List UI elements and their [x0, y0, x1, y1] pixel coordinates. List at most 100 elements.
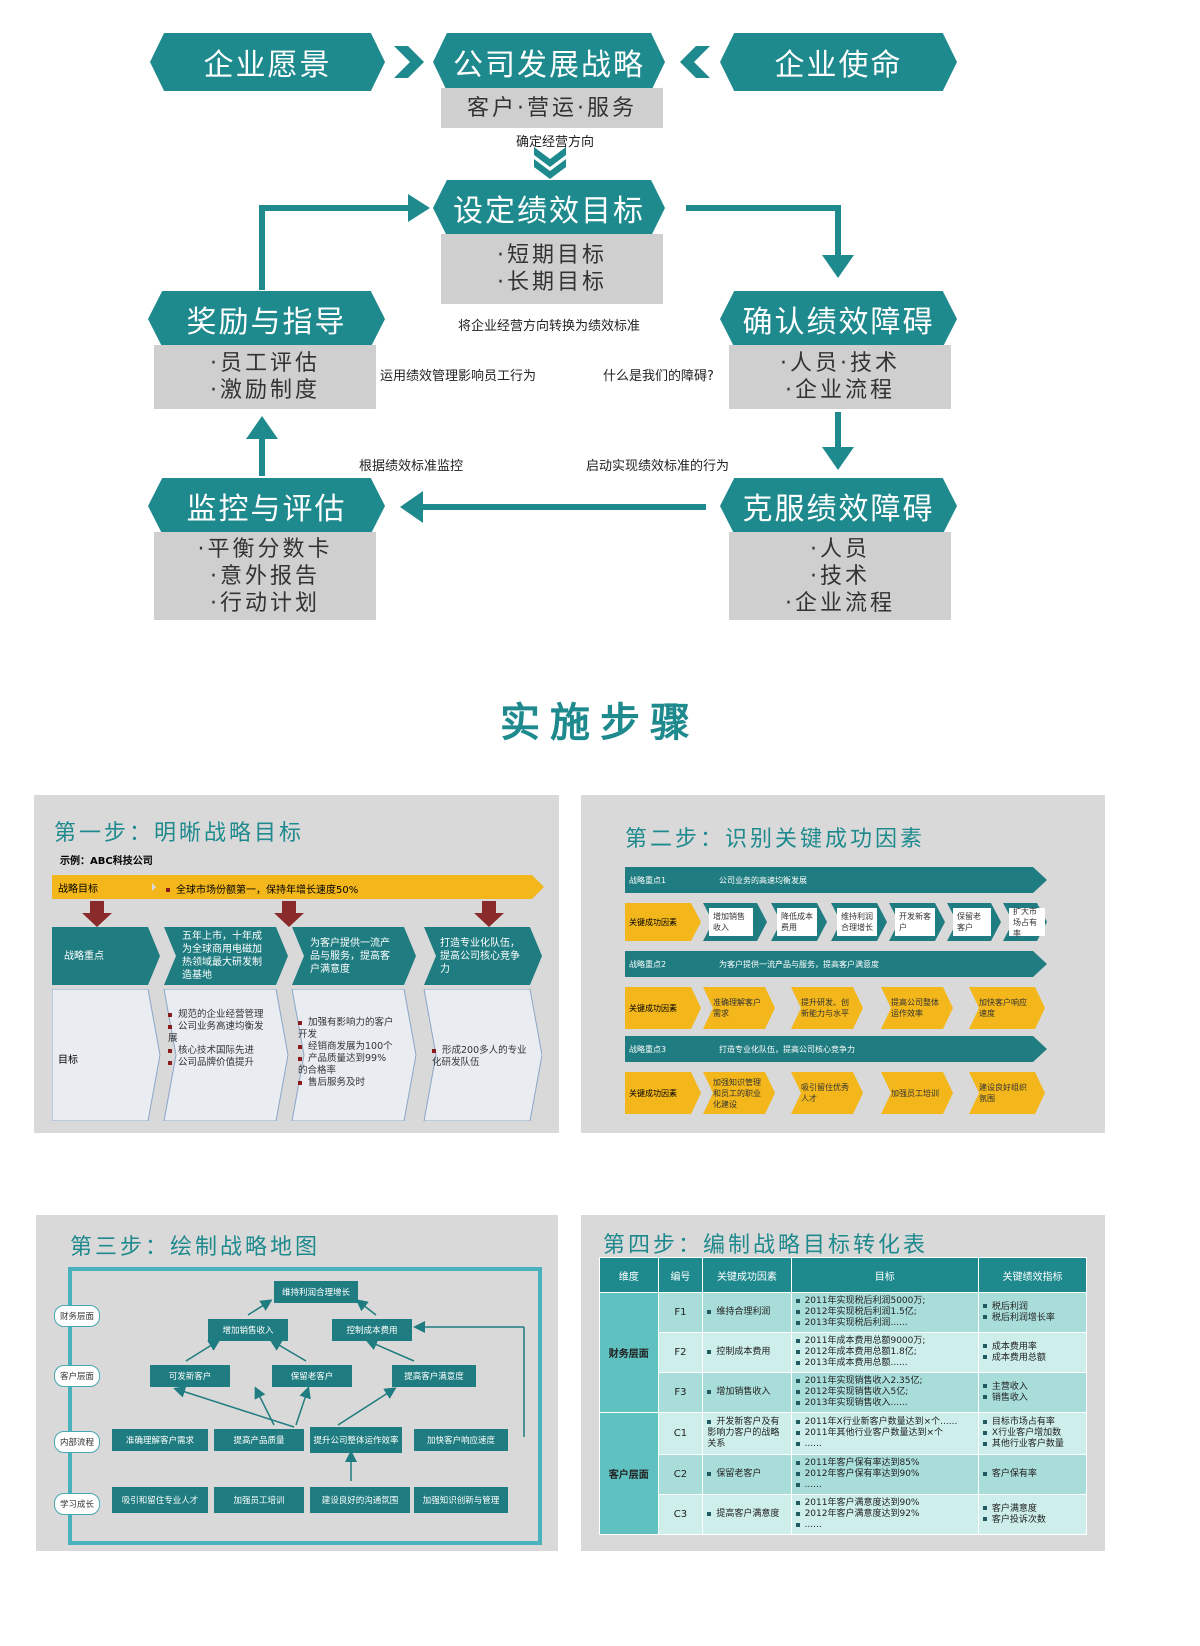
step2-factor: 维持利润合理增长: [837, 908, 877, 936]
step3-panel: 第三步：绘制战略地图 财务层面 客户层面 内部流程 学习成长 维持利润合理增长 …: [36, 1215, 558, 1551]
set-goal-items: ·短期目标 ·长期目标: [441, 234, 663, 304]
note-direction: 确定经营方向: [516, 135, 595, 150]
set-goal-item: ·长期目标: [497, 270, 607, 295]
monitor-item: ·行动计划: [210, 590, 320, 616]
list-item: 产品质量达到99%的合格率: [298, 1053, 394, 1077]
step1-example: 示例：ABC科技公司: [60, 856, 153, 867]
step2-title: 第二步：识别关键成功因素: [625, 827, 926, 852]
arrow-down-icon: [474, 901, 504, 927]
note-convert: 将企业经营方向转换为绩效标准: [458, 319, 641, 334]
kpi-text: 销售收入: [983, 1393, 1082, 1404]
goal-cell: 2011年实现销售收入2.35亿;2012年实现销售收入5亿;2013年实现销售…: [790, 1372, 979, 1413]
note-behavior: 运用绩效管理影响员工行为: [380, 369, 537, 384]
map-node-quality: 提高产品质量: [214, 1429, 304, 1451]
list-item: 核心技术国际先进: [168, 1045, 264, 1057]
list-item-text: 核心技术国际先进: [178, 1045, 255, 1056]
table-row: C2 保留老客户 2011年客户保有率达到85%2012年客户保有率达到90%.…: [599, 1454, 1088, 1495]
step2-bar-1: [625, 867, 1047, 893]
step2-factor: 增加销售收入: [709, 908, 753, 936]
kpi-text: 目标市场占有率: [983, 1417, 1082, 1428]
step2-factor: 吸引留住优秀人才: [801, 1083, 849, 1103]
map-node-eff: 提升公司整体运作效率: [310, 1427, 402, 1453]
id-cell: F2: [657, 1332, 704, 1373]
vision-box: 企业愿景: [150, 33, 385, 91]
step1-targets-1: 规范的企业经营管理 公司业务高速均衡发展 核心技术国际先进 公司品牌价值提升: [168, 1009, 264, 1069]
factor-text: 增加销售收入: [707, 1387, 786, 1398]
step1-focus-label: 战略重点: [64, 950, 104, 962]
goal-cell: 2011年成本费用总额9000万;2012年成本费用总额1.8亿;2013年成本…: [790, 1332, 979, 1373]
factor-cell: 保留老客户: [702, 1454, 792, 1495]
goal-text: 2012年客户满意度达到92%: [796, 1509, 974, 1520]
kpi-text: 客户满意度: [983, 1504, 1082, 1515]
overcome-item: ·人员: [810, 536, 870, 562]
kpi-text: X行业客户增加数: [983, 1428, 1082, 1439]
list-item-text: 形成200多人的专业化研发队伍: [432, 1045, 527, 1068]
kpi-text: 主营收入: [983, 1382, 1082, 1393]
kpi-cell: 主营收入销售收入: [977, 1372, 1088, 1413]
kpi-cell: 客户满意度客户投诉次数: [977, 1494, 1088, 1535]
layer-process: 内部流程: [54, 1431, 100, 1453]
mission-box: 企业使命: [720, 33, 957, 91]
id-cell: C3: [657, 1494, 704, 1535]
list-item: 经销商发展为100个: [298, 1041, 394, 1053]
goal-text: 2011年实现税后利润5000万;: [796, 1296, 974, 1307]
set-goal-box: 设定绩效目标: [433, 180, 665, 236]
list-item-text: 产品质量达到99%的合格率: [298, 1053, 387, 1076]
kpi-cell: 成本费用率成本费用总额: [977, 1332, 1088, 1373]
col-header: 目标: [790, 1257, 979, 1293]
kpi-text: 税后利润增长率: [983, 1313, 1082, 1324]
factor-cell: 开发新客户及有影响力客户的战略关系: [702, 1412, 792, 1455]
kpi-text: 客户投诉次数: [983, 1515, 1082, 1526]
note-monitor: 根据绩效标准监控: [359, 459, 464, 474]
step2-factor: 保留老客户: [953, 908, 991, 936]
step4-title: 第四步：编制战略目标转化表: [603, 1233, 929, 1258]
factor-text: 控制成本费用: [707, 1347, 786, 1358]
col-header: 关键绩效指标: [977, 1257, 1088, 1293]
overcome-box: 克服绩效障碍: [720, 478, 957, 534]
map-node-train: 加强员工培训: [214, 1487, 304, 1513]
step2-factor: 加强知识管理和员工的职业化建设: [713, 1077, 761, 1109]
layer-finance: 财务层面: [54, 1305, 100, 1327]
map-node-talent: 吸引和留住专业人才: [112, 1487, 208, 1513]
list-item-text: 公司业务高速均衡发展: [168, 1021, 264, 1044]
step2-factor: 开发新客户: [895, 908, 935, 936]
step3-title: 第三步：绘制战略地图: [70, 1235, 321, 1260]
list-item-text: 加强有影响力的客户开发: [298, 1017, 394, 1040]
map-node-satis: 提高客户满意度: [392, 1365, 476, 1387]
step2-factor-label: 关键成功因素: [629, 1088, 677, 1098]
step3-map-lines: [68, 1267, 542, 1545]
step1-focus-2: 为客户提供一流产品与服务，提高客户满意度: [310, 937, 390, 975]
goal-text: 2013年实现销售收入......: [796, 1398, 974, 1409]
goal-text: 2011年成本费用总额9000万;: [796, 1336, 974, 1347]
list-item-text: 经销商发展为100个: [308, 1041, 393, 1052]
map-node-profit: 维持利润合理增长: [274, 1281, 358, 1303]
step1-goal-label: 战略目标: [52, 875, 152, 899]
table-header-row: 维度 编号 关键成功因素 目标 关键绩效指标: [599, 1257, 1088, 1293]
list-item: 规范的企业经营管理: [168, 1009, 264, 1021]
section-title: 实施步骤: [500, 700, 700, 746]
step2-row2-label: 战略重点2: [629, 959, 667, 969]
step2-factor: 建设良好组织氛围: [979, 1083, 1027, 1103]
arrow-down-icon: [274, 901, 304, 927]
set-goal-item: ·短期目标: [497, 243, 607, 268]
monitor-items: ·平衡分数卡 ·意外报告 ·行动计划: [154, 532, 376, 620]
goal-text: 2011年其他行业客户数量达到×个: [796, 1428, 974, 1439]
goal-text: 2011年X行业新客户数量达到×个......: [796, 1417, 974, 1428]
step1-target-label: 目标: [58, 1055, 78, 1066]
chevron-left-icon: [680, 46, 710, 78]
goal-text: 2012年实现税后利润1.5亿;: [796, 1307, 974, 1318]
step2-row3-label: 战略重点3: [629, 1044, 667, 1054]
step2-row1-text: 公司业务的高速均衡发展: [719, 875, 807, 885]
goal-text: 2013年成本费用总额......: [796, 1358, 974, 1369]
factor-text: 提高客户满意度: [707, 1509, 786, 1520]
step2-factor: 加强员工培训: [891, 1088, 939, 1098]
step1-targets-2: 加强有影响力的客户开发 经销商发展为100个 产品质量达到99%的合格率 售后服…: [298, 1017, 394, 1089]
map-node-newc: 可发新客户: [150, 1365, 230, 1387]
goal-text: 2012年成本费用总额1.8亿;: [796, 1347, 974, 1358]
kpi-cell: 客户保有率: [977, 1454, 1088, 1495]
flow-arrows: [246, 194, 854, 523]
step1-title: 第一步：明晰战略目标: [54, 821, 305, 846]
goal-text: ......: [796, 1439, 974, 1450]
factor-cell: 维持合理利润: [702, 1292, 792, 1333]
